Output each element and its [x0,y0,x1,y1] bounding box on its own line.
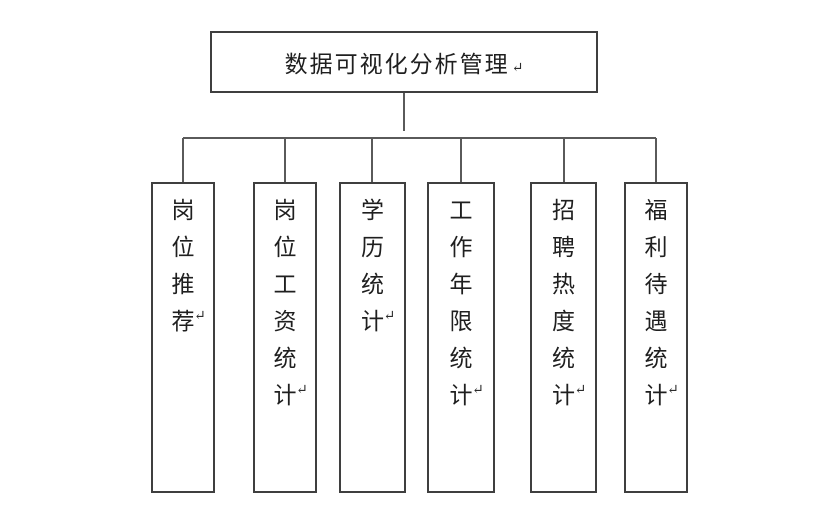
node-label-char: 历 [361,235,384,260]
node-label-char: 度 [552,309,575,334]
root-node-label: 数据可视化分析管理 [284,52,510,77]
node-label-char: 作 [449,235,473,260]
node-label-char: 待 [644,272,668,297]
child-node-recruitment-heat-stats: 招聘热度统计↵ [530,182,597,493]
node-label-char: 利 [644,235,668,260]
node-label-char: 工 [449,198,473,223]
node-label-char: 计↵ [626,377,686,414]
node-label-char: 年 [449,272,473,297]
child-node-job-recommendation: 岗位推荐↵ [151,182,215,493]
node-label-char: 计↵ [341,303,404,340]
node-label-char: 统 [449,346,473,371]
node-label-char: 计↵ [255,377,315,414]
node-label-char: 计↵ [532,377,595,414]
paragraph-mark: ↵ [472,383,484,398]
node-label-char: 荐↵ [153,303,213,340]
node-label-char: 限 [449,309,473,334]
paragraph-mark: ↵ [667,383,679,398]
node-label-char: 福 [644,198,668,223]
node-label-char: 统 [361,272,384,297]
paragraph-mark: ↵ [296,383,308,398]
node-label-char: 热 [552,272,575,297]
node-label-char: 统 [273,346,297,371]
child-node-education-stats: 学历统计↵ [339,182,406,493]
node-label-char: 聘 [552,235,575,260]
node-label-char: 位 [171,235,195,260]
node-label-char: 统 [644,346,668,371]
node-label-char: 工 [273,272,297,297]
child-node-benefits-stats: 福利待遇统计↵ [624,182,688,493]
paragraph-mark: ↵ [511,61,524,76]
node-label-char: 资 [273,309,297,334]
node-label-char: 岗 [273,198,297,223]
paragraph-mark: ↵ [574,383,587,398]
child-node-work-years-stats: 工作年限统计↵ [427,182,495,493]
node-label-char: 招 [552,198,575,223]
paragraph-mark: ↵ [194,309,206,324]
node-label-char: 统 [552,346,575,371]
node-label-char: 岗 [171,198,195,223]
child-node-job-salary-stats: 岗位工资统计↵ [253,182,317,493]
root-node: 数据可视化分析管理↵ [210,31,598,93]
node-label-char: 推 [171,272,195,297]
paragraph-mark: ↵ [383,309,396,324]
node-label-char: 计↵ [429,377,493,414]
node-label-char: 遇 [644,309,668,334]
node-label-char: 位 [273,235,297,260]
node-label-char: 学 [361,198,384,223]
